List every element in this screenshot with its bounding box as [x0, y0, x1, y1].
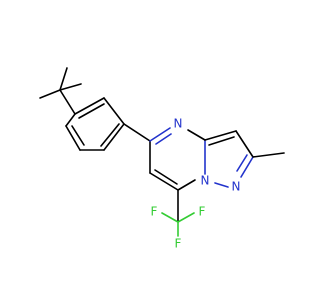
- bond-phenyl-3: [103, 123, 125, 151]
- bond-phenyl-6: [65, 113, 76, 127]
- bond-layer: [39, 67, 285, 237]
- atom-label-layer: N N N F F F: [151, 117, 241, 251]
- bond-phenyl-to-pyrimidine: [123, 123, 151, 142]
- bond-phenyl-3-inner: [100, 123, 120, 147]
- bond-pyrazole-n1-n8: [214, 182, 229, 188]
- bond-pyrazole-methyl: [252, 152, 285, 158]
- atom-f-bottom: F: [175, 237, 182, 251]
- bond-tbu-methyl-left: [39, 89, 61, 99]
- bond-pyrimidine-n4-c5: [149, 127, 171, 142]
- bond-pyrimidine-c3a-n4: [187, 129, 206, 141]
- molecule-structure: N N N F F F: [39, 67, 285, 251]
- atom-f-right: F: [199, 205, 206, 219]
- bond-cf3-f-left: [161, 212, 179, 223]
- bond-phenyl-5-inner: [71, 125, 85, 146]
- atom-n-top: N: [174, 117, 183, 131]
- bond-pyrazole-c3a-c3-inner: [208, 136, 235, 146]
- bond-pyrazole-c3a-c3: [204, 130, 237, 141]
- bond-phenyl-5: [65, 125, 81, 151]
- atom-n-bridge: N: [201, 174, 210, 188]
- bond-cf3-f-right: [177, 212, 195, 223]
- bond-tbu-methyl-right: [59, 83, 82, 91]
- bond-pyrazole-c2-n1: [240, 156, 254, 178]
- bond-pyrazole-c3-c2: [235, 130, 254, 158]
- bond-pyrimidine-c6-c7-inner: [154, 169, 178, 185]
- bond-tbu-to-phenyl: [59, 89, 76, 115]
- bond-pyrimidine-c6-c7: [149, 172, 179, 191]
- atom-n-pyrazole: N: [232, 180, 241, 194]
- bond-tbu-methyl-top: [59, 67, 68, 91]
- bond-phenyl-2: [103, 97, 125, 125]
- bond-phenyl-1: [74, 97, 105, 115]
- bond-pyrimidine-c7-n8: [177, 179, 196, 191]
- bond-phenyl-1-inner: [78, 103, 105, 119]
- bond-pyrimidine-n4-c5-inner: [155, 133, 172, 145]
- bond-pyrazole-c2-n1-inner: [236, 154, 248, 172]
- atom-f-left: F: [151, 205, 158, 219]
